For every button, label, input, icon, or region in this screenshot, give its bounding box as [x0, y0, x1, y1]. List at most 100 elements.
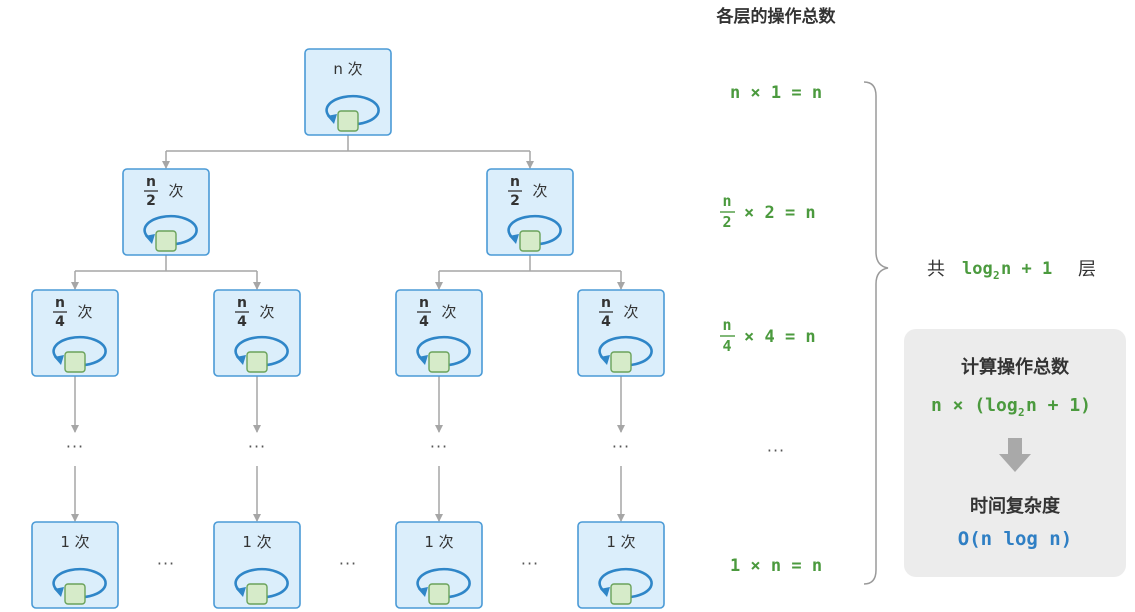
summary-arrow-down-icon: [999, 438, 1031, 472]
operation-square-icon: [337, 110, 359, 132]
tree-node-l3-3: n 4次: [395, 289, 483, 377]
ops-row-5-text: 1 × n = n: [730, 556, 822, 576]
node-label-suffix: 次: [532, 182, 547, 200]
node-label: 1 次: [60, 533, 89, 551]
node-label-den: 4: [419, 314, 429, 330]
tree-node-l4-4: 1 次: [577, 521, 665, 609]
ops-row-ellipsis: ···: [767, 441, 785, 460]
loop-arrow-icon: [143, 214, 198, 246]
node-label-suffix: 次: [441, 303, 456, 321]
loop-arrowhead-icon: [418, 587, 428, 597]
loop-arrowhead-icon: [54, 587, 64, 597]
loop-arrow-icon: [507, 214, 562, 246]
operation-square-icon: [155, 230, 177, 252]
ops-row-2-num: n: [722, 192, 731, 210]
summary-formula-pre: n × (log: [931, 395, 1018, 416]
tree-ellipsis-vertical: ···: [66, 437, 84, 456]
operation-square-icon: [64, 351, 86, 373]
node-label-num: n: [510, 174, 520, 190]
node-label: 1 次: [242, 533, 271, 551]
node-label: n 次: [333, 60, 362, 78]
node-label-den: 2: [146, 193, 156, 209]
tree-node-l3-4: n 4次: [577, 289, 665, 377]
node-label-num: n: [55, 295, 65, 311]
node-label-suffix: 次: [168, 182, 183, 200]
tree-ellipsis-horizontal: ···: [157, 554, 175, 573]
operation-square-icon: [64, 583, 86, 605]
layer-count-log: log: [962, 259, 993, 279]
loop-arrowhead-icon: [236, 355, 246, 365]
summary-title-total: 计算操作总数: [961, 356, 1070, 378]
loop-arrowhead-icon: [600, 587, 610, 597]
loop-arrow-icon: [416, 335, 471, 367]
loop-arrowhead-icon: [54, 355, 64, 365]
summary-formula-post: n + 1): [1026, 395, 1091, 416]
node-label-suffix: 次: [77, 303, 92, 321]
summary-result: O(n log n): [958, 528, 1072, 550]
loop-arrowhead-icon: [327, 114, 337, 124]
tree-node-l4-2: 1 次: [213, 521, 301, 609]
node-label-den: 4: [55, 314, 65, 330]
tree-node-l3-2: n4次: [213, 289, 301, 377]
node-label-den: 2: [510, 193, 520, 209]
tree-ellipsis-horizontal: ···: [521, 554, 539, 573]
summary-box: 计算操作总数 n × (log 2 n + 1) 时间复杂度 O(n log n…: [904, 329, 1126, 577]
layer-count-expr: n + 1: [1001, 259, 1052, 279]
node-label-den: 4: [601, 314, 611, 330]
layer-count-prefix: 共: [927, 259, 945, 280]
ops-row-5: 1 × n = n: [730, 556, 822, 576]
summary-formula-sub: 2: [1018, 406, 1025, 419]
tree-node-l1-1: n 次: [304, 48, 392, 136]
operation-square-icon: [428, 351, 450, 373]
loop-arrowhead-icon: [600, 355, 610, 365]
loop-arrow-icon: [598, 567, 653, 599]
layer-count-suffix: 层: [1078, 259, 1096, 280]
loop-arrowhead-icon: [236, 587, 246, 597]
node-label-suffix: 次: [623, 303, 638, 321]
operation-square-icon: [610, 351, 632, 373]
ops-row-1: n × 1 = n: [730, 83, 822, 103]
ops-row-3: n 4 × 4 = n: [720, 316, 816, 355]
tree-node-l2-2: n 2次: [486, 168, 574, 256]
ops-row-2-rest: × 2 = n: [744, 203, 816, 223]
loop-arrow-icon: [598, 335, 653, 367]
ops-row-3-den: 4: [722, 337, 731, 355]
summary-formula: n × (log 2 n + 1): [931, 395, 1091, 419]
layer-count: 共 log 2 n + 1 层: [927, 259, 1096, 282]
node-label-suffix: 次: [259, 303, 274, 321]
operation-square-icon: [246, 351, 268, 373]
tree-node-l2-1: n 2次: [122, 168, 210, 256]
layer-count-base: 2: [993, 269, 1000, 282]
tree-ellipsis-horizontal: ···: [339, 554, 357, 573]
tree-ellipsis-vertical: ···: [612, 437, 630, 456]
tree-node-l3-1: n 4次: [31, 289, 119, 377]
loop-arrow-icon: [52, 335, 107, 367]
node-label-num: n: [419, 295, 429, 311]
tree-ellipsis-vertical: ···: [430, 437, 448, 456]
loop-arrow-icon: [234, 567, 289, 599]
node-label: 1 次: [606, 533, 635, 551]
ops-title: 各层的操作总数: [716, 6, 837, 27]
tree-node-l4-3: 1 次: [395, 521, 483, 609]
node-label: 1 次: [424, 533, 453, 551]
layers-brace: [863, 81, 889, 585]
loop-arrow-icon: [325, 94, 380, 126]
ops-row-1-text: n × 1 = n: [730, 83, 822, 103]
operation-square-icon: [610, 583, 632, 605]
loop-arrowhead-icon: [418, 355, 428, 365]
loop-arrowhead-icon: [509, 234, 519, 244]
ops-row-3-num: n: [722, 316, 731, 334]
operation-square-icon: [428, 583, 450, 605]
operation-square-icon: [519, 230, 541, 252]
tree-node-l4-1: 1 次: [31, 521, 119, 609]
node-label-num: n: [146, 174, 156, 190]
ops-row-2-den: 2: [722, 213, 731, 231]
loop-arrow-icon: [234, 335, 289, 367]
loop-arrow-icon: [52, 567, 107, 599]
node-label-num: n: [601, 295, 611, 311]
ops-row-3-rest: × 4 = n: [744, 327, 816, 347]
node-label-num: n: [237, 295, 247, 311]
tree-ellipsis-vertical: ···: [248, 437, 266, 456]
